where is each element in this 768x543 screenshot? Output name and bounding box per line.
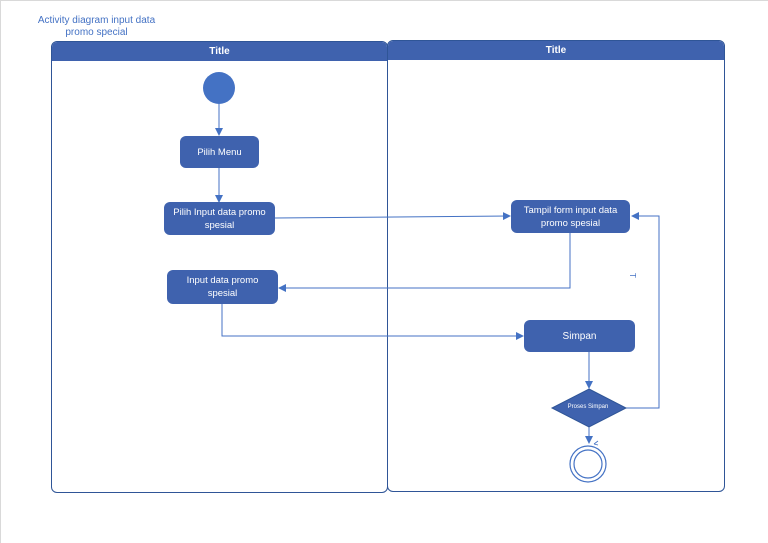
node-simpan[interactable]: Simpan	[524, 320, 635, 352]
edge-tampil-form-to-input-data	[278, 233, 571, 292]
node-pilih-menu[interactable]: Pilih Menu	[180, 136, 259, 168]
node-pilih-input-data-promo[interactable]: Pilih Input data promo spesial	[164, 202, 275, 235]
end-node-inner	[573, 449, 603, 479]
canvas-left-border	[0, 0, 1, 543]
swimlane-right-header: Title	[388, 41, 724, 60]
canvas-top-border	[0, 0, 768, 1]
start-node	[203, 72, 235, 104]
diagram-title: Activity diagram input data promo specia…	[37, 15, 156, 38]
edge-decision-to-tampil-form	[625, 212, 660, 409]
decision-diamond	[550, 388, 628, 428]
end-node-tick	[593, 440, 599, 446]
edge-pilih-input-to-tampil-form	[274, 212, 511, 221]
swimlane-left-header: Title	[52, 42, 387, 61]
edge-input-data-to-simpan	[221, 304, 524, 340]
node-input-data-promo[interactable]: Input data promo spesial	[167, 270, 278, 304]
decision-label: Proses Simpan	[567, 404, 609, 410]
swimlane-right: Title	[387, 40, 725, 492]
edge-label-mark: T	[627, 273, 637, 278]
node-tampil-form-input[interactable]: Tampil form input data promo spesial	[511, 200, 630, 233]
